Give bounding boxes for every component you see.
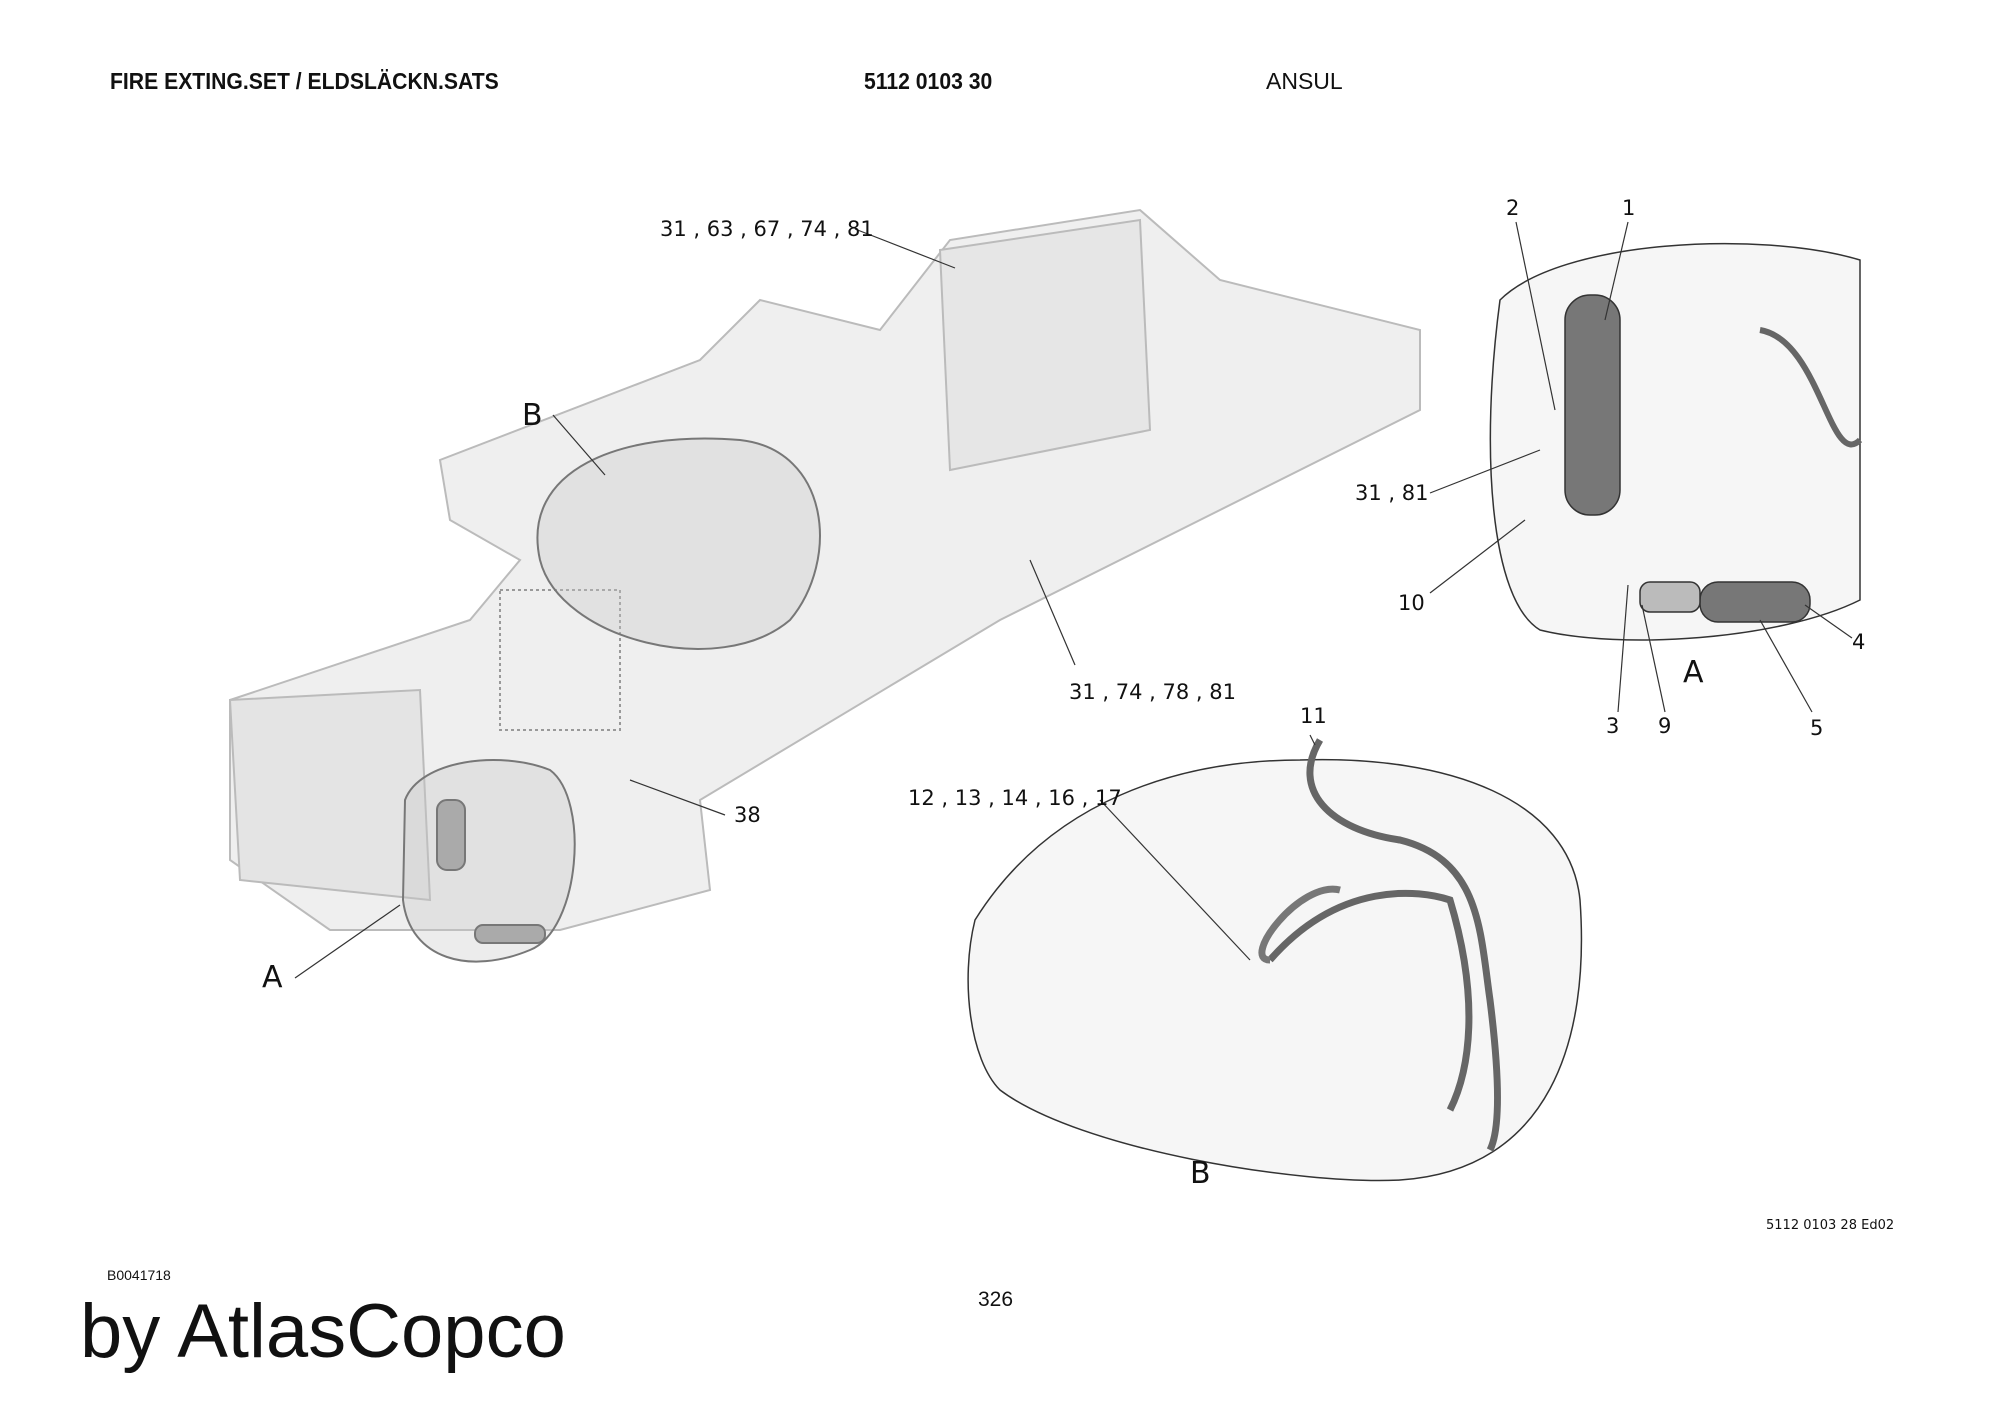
view-b-marker: B	[522, 398, 543, 433]
detail-b-title: B	[1190, 1156, 1211, 1191]
callout-38: 38	[734, 803, 761, 827]
detail-a-title: A	[1683, 655, 1704, 690]
callout-a-10: 10	[1398, 591, 1425, 615]
callout-a-3: 3	[1606, 714, 1620, 738]
callout-top-group: 31 , 63 , 67 , 74 , 81	[660, 217, 874, 241]
brand-name: ANSUL	[1266, 68, 1343, 94]
callout-a-1: 1	[1622, 196, 1636, 220]
callout-11: 11	[1300, 704, 1327, 728]
callout-a-5: 5	[1810, 716, 1824, 740]
view-a-marker: A	[262, 960, 283, 995]
detail-view-a	[1489, 242, 1863, 641]
callout-detail-b-group: 12 , 13 , 14 , 16 , 17	[908, 786, 1122, 810]
callout-a-9: 9	[1658, 714, 1672, 738]
callout-a-4: 4	[1852, 630, 1866, 654]
document-title: FIRE EXTING.SET / ELDSLÄCKN.SATS	[110, 68, 499, 94]
document-code: B0041718	[107, 1267, 171, 1283]
callout-a-2: 2	[1506, 196, 1520, 220]
detail-view-b	[967, 738, 1583, 1182]
detail-outline-b-small	[536, 437, 821, 650]
leader-lines	[294, 221, 1853, 979]
watermark: by AtlasCopco	[80, 1289, 566, 1374]
callout-a-31-81: 31 , 81	[1355, 481, 1429, 505]
detail-outline-a-small	[401, 759, 576, 963]
callout-mid-group: 31 , 74 , 78 , 81	[1069, 680, 1236, 704]
page-number: 326	[978, 1288, 1014, 1311]
machine-chassis	[228, 208, 1421, 931]
part-number: 5112 0103 30	[864, 68, 993, 94]
drawing-reference: 5112 0103 28 Ed02	[1766, 1218, 1895, 1233]
